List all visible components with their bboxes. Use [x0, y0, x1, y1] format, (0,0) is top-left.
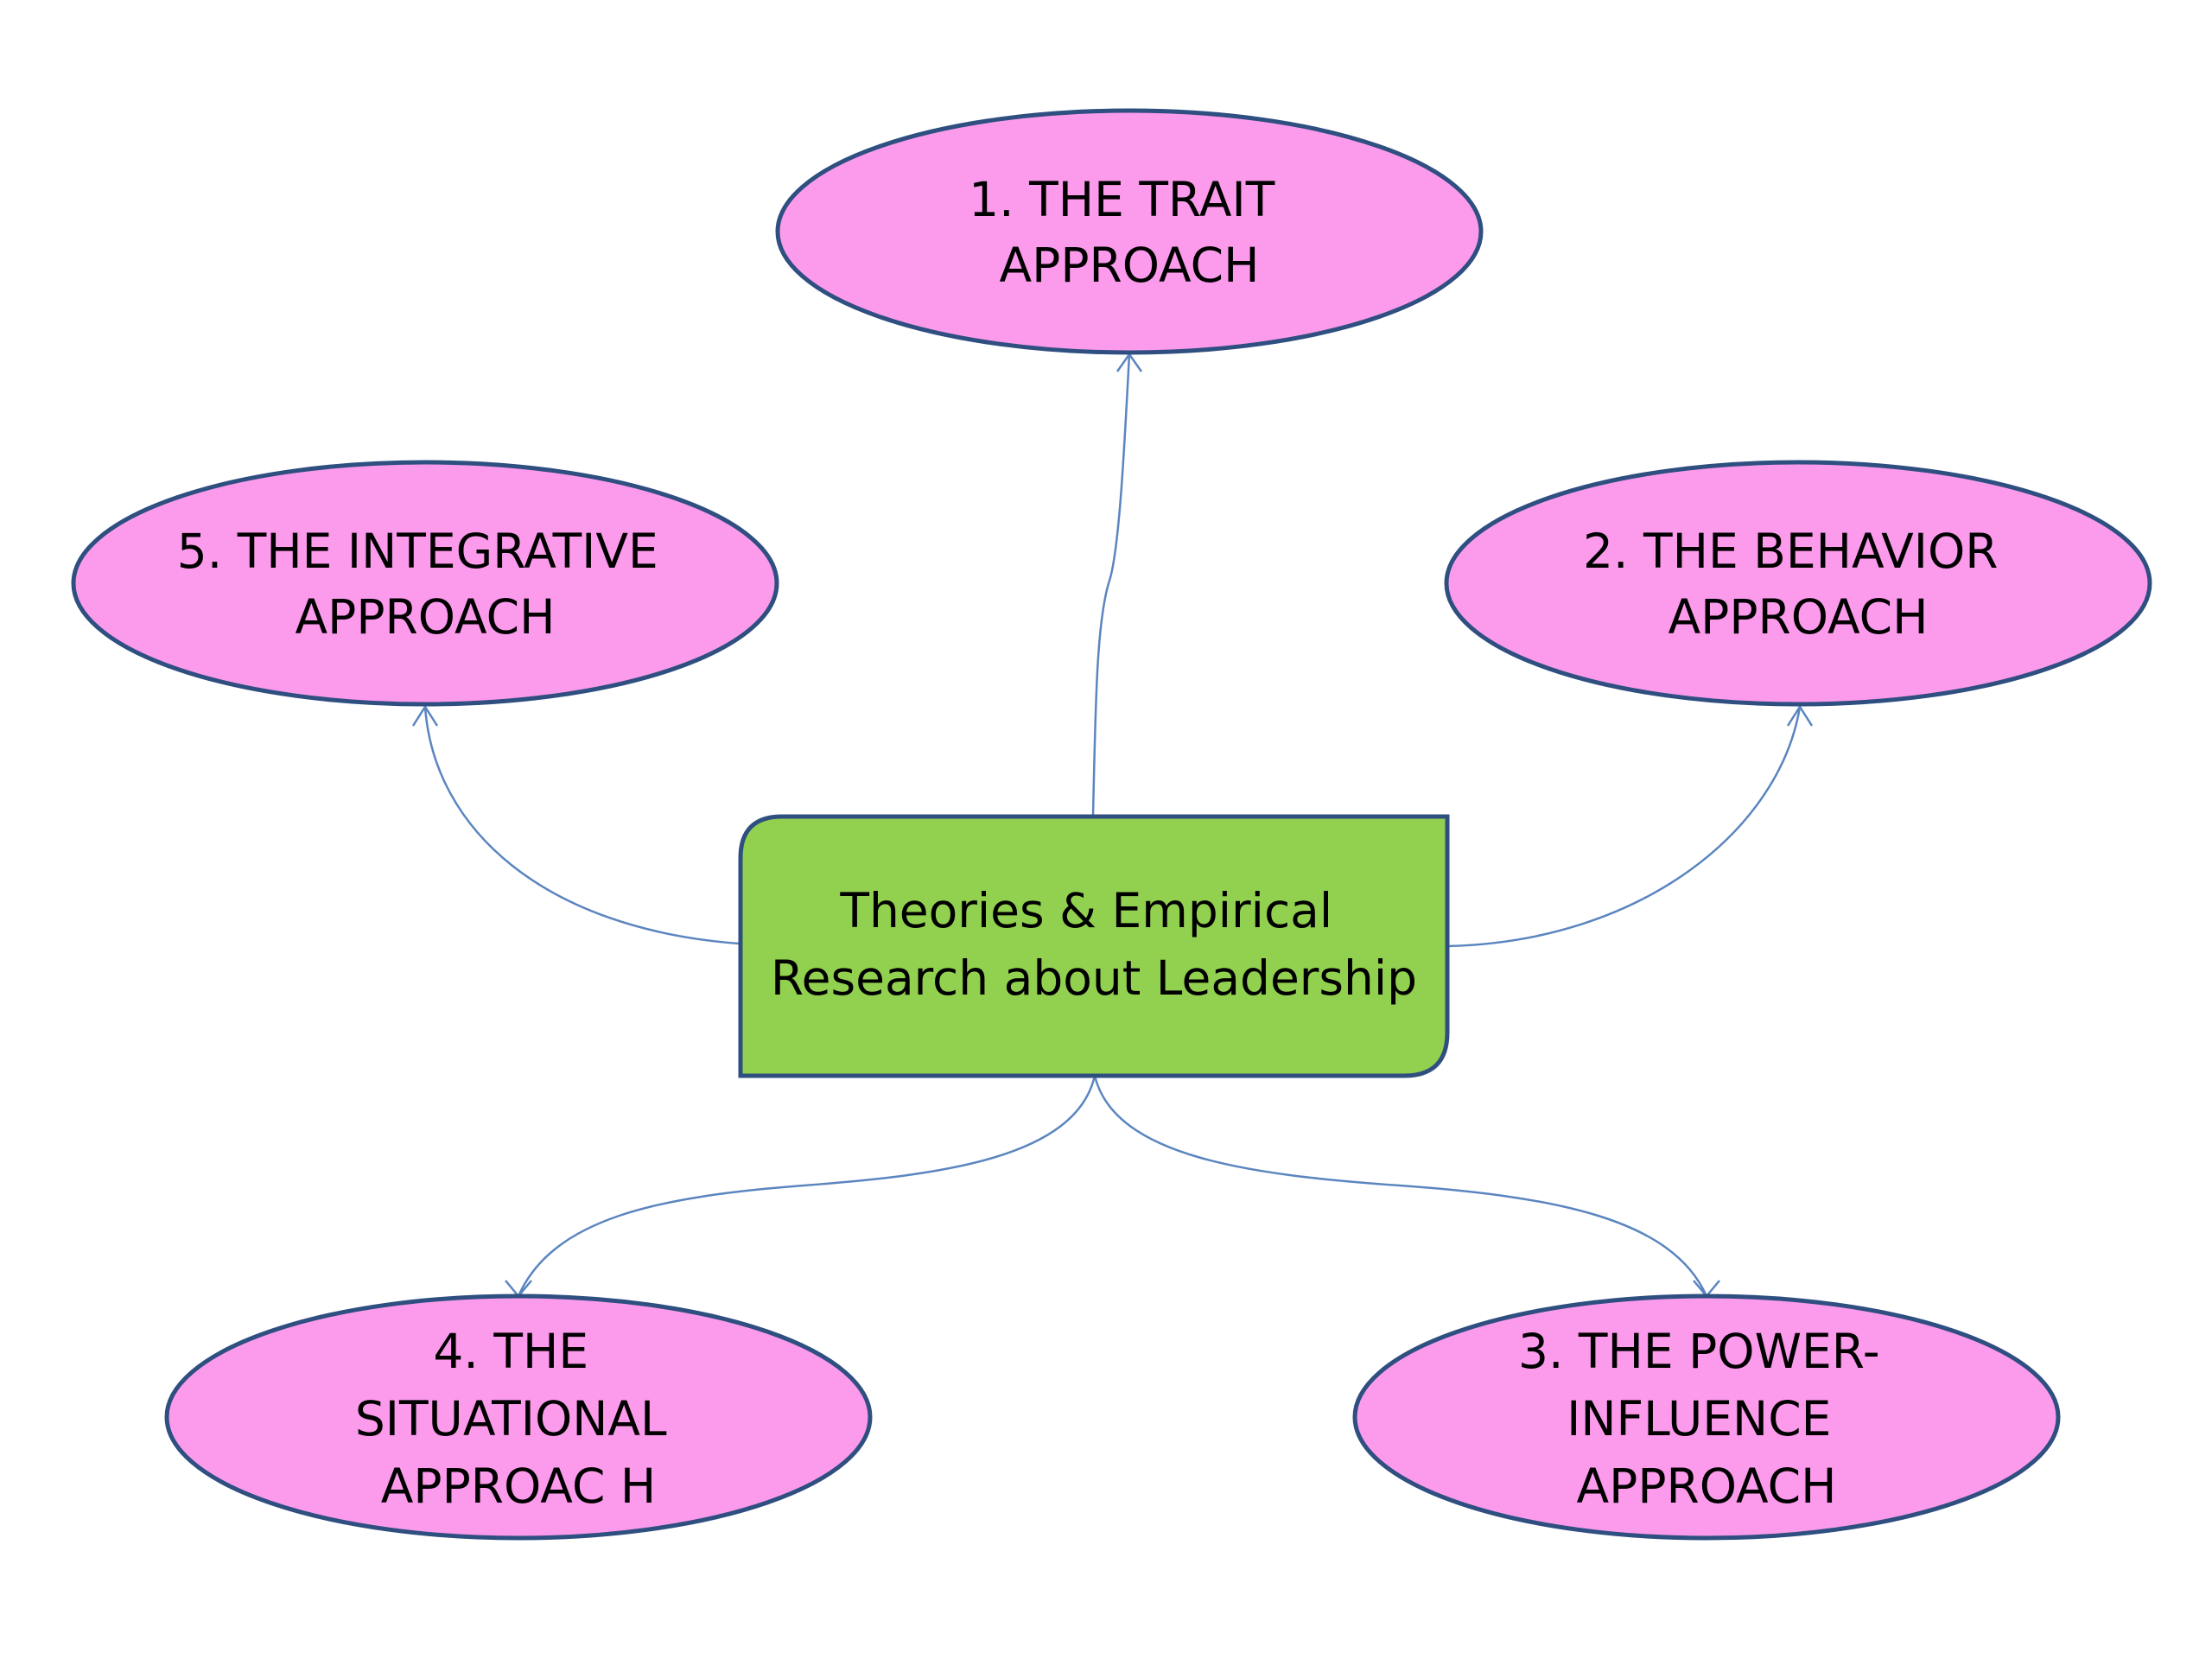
node-behavior-line-2: APPROACH — [1669, 589, 1929, 645]
node-trait-line-2: APPROACH — [1000, 238, 1260, 293]
node-power-ellipse — [1352, 1294, 2061, 1541]
node-behavior-line-1: 2. THE BEHAVIOR — [1583, 524, 1998, 579]
center-topic-box — [738, 814, 1450, 1078]
node-situational-label: 4. THE SITUATIONAL APPROAC H — [355, 1324, 682, 1514]
node-power-line-3: APPROACH — [1577, 1459, 1837, 1514]
arrowhead-behavior — [1786, 704, 1814, 727]
node-integrative-approach: 5. THE INTEGRATIVE APPROACH — [71, 460, 779, 707]
node-trait-approach: 1. THE TRAIT APPROACH — [775, 108, 1484, 355]
node-integrative-line-1: 5. THE INTEGRATIVE — [177, 524, 658, 579]
connector-to-situational — [517, 1075, 1096, 1297]
node-power-influence-approach: 3. THE POWER- INFLUENCE APPROACH — [1352, 1294, 2061, 1541]
node-integrative-line-2: APPROACH — [296, 589, 556, 645]
connector-to-power — [1093, 1075, 1708, 1297]
connector-to-trait — [1091, 353, 1131, 817]
node-trait-ellipse — [775, 108, 1484, 355]
arrowhead-integrative — [411, 704, 439, 727]
connector-to-behavior — [1446, 706, 1802, 948]
node-behavior-ellipse — [1444, 460, 2152, 707]
node-integrative-label: 5. THE INTEGRATIVE APPROACH — [177, 524, 674, 645]
connectors — [411, 352, 1814, 1298]
node-situational-line-3: APPROAC H — [381, 1459, 656, 1514]
node-situational-ellipse — [164, 1294, 873, 1541]
node-situational-line-2: SITUATIONAL — [355, 1391, 667, 1446]
connector-to-integrative — [423, 706, 740, 945]
node-situational-line-1: 4. THE — [433, 1324, 588, 1379]
node-power-line-2: INFLUENCE — [1567, 1391, 1831, 1446]
node-behavior-label: 2. THE BEHAVIOR APPROACH — [1583, 524, 2013, 645]
node-integrative-ellipse — [71, 460, 779, 707]
center-topic-line-2: Research about Leadership — [771, 950, 1417, 1006]
node-situational-approach: 4. THE SITUATIONAL APPROAC H — [164, 1294, 873, 1541]
center-topic: Theories & Empirical Research about Lead… — [738, 814, 1450, 1078]
node-power-label: 3. THE POWER- INFLUENCE APPROACH — [1518, 1324, 1895, 1514]
center-topic-label: Theories & Empirical Research about Lead… — [771, 883, 1417, 1006]
center-topic-line-1: Theories & Empirical — [839, 883, 1332, 938]
node-trait-label: 1. THE TRAIT APPROACH — [969, 172, 1290, 293]
node-power-line-1: 3. THE POWER- — [1518, 1324, 1880, 1379]
node-behavior-approach: 2. THE BEHAVIOR APPROACH — [1444, 460, 2152, 707]
node-trait-line-1: 1. THE TRAIT — [969, 172, 1275, 227]
